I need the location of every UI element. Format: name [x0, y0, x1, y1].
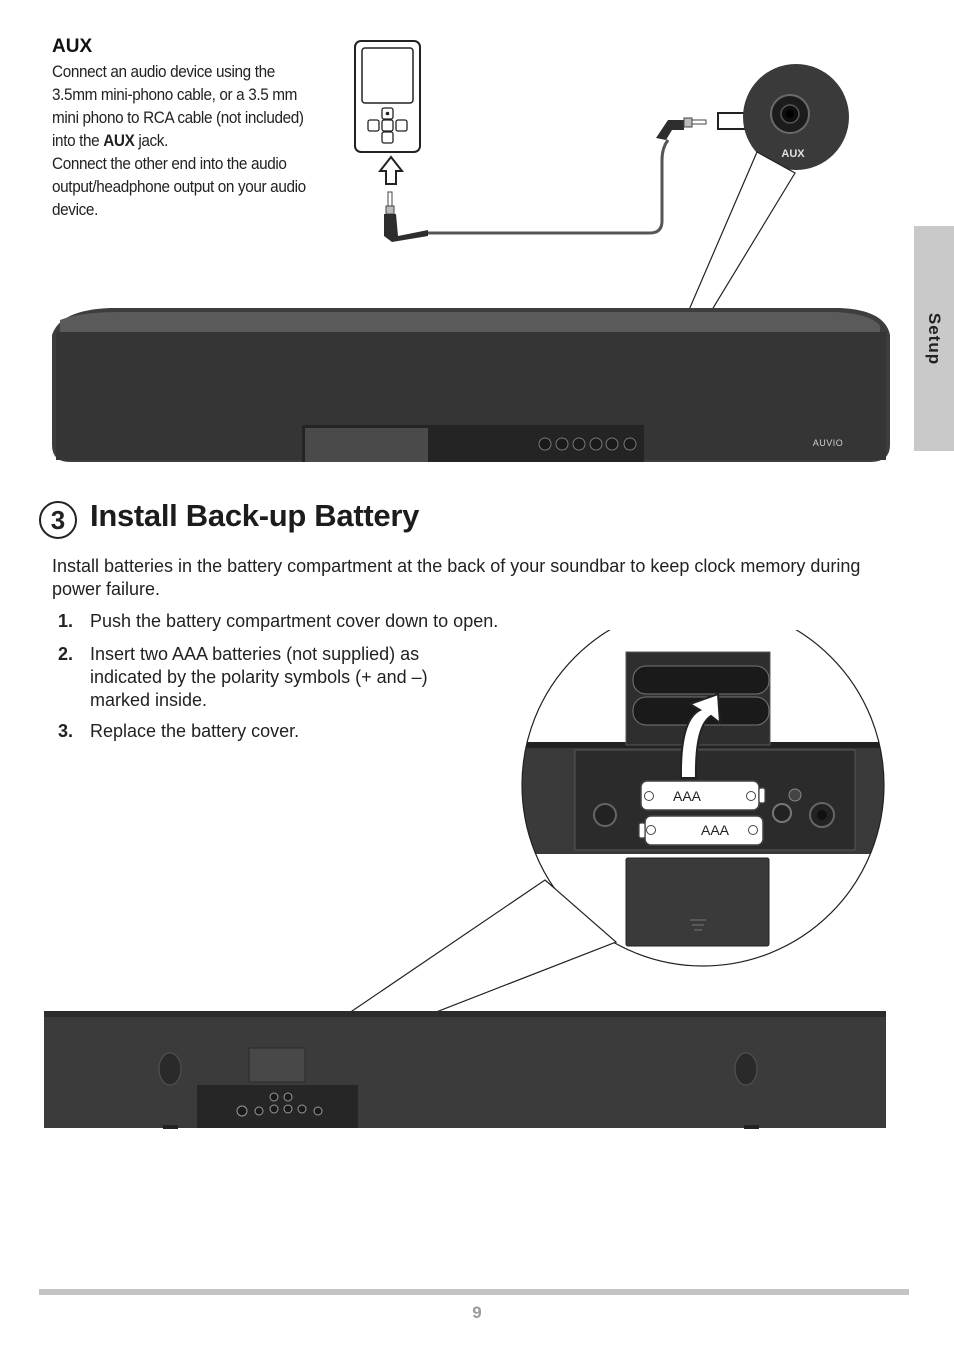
aux-connection-illustration: AUX AUVIO	[52, 40, 890, 462]
side-tab-label: Setup	[925, 312, 945, 365]
section-number-badge: 3	[39, 501, 77, 539]
bottom-plug-icon	[384, 191, 428, 242]
aux-jack-label: AUX	[781, 148, 805, 160]
soundbar-back	[44, 1011, 886, 1129]
section-intro: Install batteries in the battery compart…	[52, 556, 861, 599]
battery-compartment-zoom: AAA AAA	[522, 630, 884, 966]
step-number: 1.	[58, 611, 74, 631]
section-title: Install Back-up Battery	[90, 498, 420, 533]
brand-logo: AUVIO	[813, 438, 844, 448]
step-2: 2. Insert two AAA batteries (not supplie…	[58, 643, 488, 712]
battery-illustration: AAA AAA	[44, 630, 886, 1129]
step-number: 2.	[58, 644, 74, 664]
aaa-battery-icon: AAA	[638, 815, 764, 846]
aux-paragraph-1-text: Connect an audio device using the 3.5mm …	[52, 62, 304, 150]
up-arrow-icon	[377, 155, 405, 185]
aux-jack-zoom: AUX	[743, 64, 849, 170]
step-text: Replace the battery cover.	[90, 721, 300, 741]
step-number: 3.	[58, 721, 74, 741]
battery-label: AAA	[701, 822, 730, 838]
battery-cover	[625, 857, 770, 947]
aux-paragraph-1: Connect an audio device using the 3.5mm …	[52, 60, 313, 152]
aaa-battery-icon: AAA	[640, 780, 766, 811]
insert-arrow-icon	[679, 692, 722, 779]
right-plug-icon	[656, 117, 707, 140]
aux-instructions: AUX Connect an audio device using the 3.…	[52, 36, 314, 221]
mp3-player-icon	[354, 40, 421, 153]
step-text: Insert two AAA batteries (not supplied) …	[90, 644, 428, 710]
step-3: 3. Replace the battery cover.	[58, 720, 458, 743]
step-1: 1. Push the battery compartment cover do…	[58, 610, 618, 633]
aux-inline-bold: AUX	[103, 131, 135, 150]
audio-cable	[428, 139, 670, 235]
aux-paragraph-2: Connect the other end into the audio out…	[52, 154, 306, 219]
battery-label: AAA	[673, 788, 702, 804]
step-text: Push the battery compartment cover down …	[90, 611, 499, 631]
aux-heading: AUX	[52, 36, 93, 57]
footer-rule	[39, 1289, 909, 1295]
aux-paragraph-1-end: jack.	[134, 131, 168, 150]
side-tab: Setup	[914, 226, 954, 451]
page-number: 9	[472, 1303, 482, 1322]
soundbar-front: AUVIO	[52, 308, 890, 462]
